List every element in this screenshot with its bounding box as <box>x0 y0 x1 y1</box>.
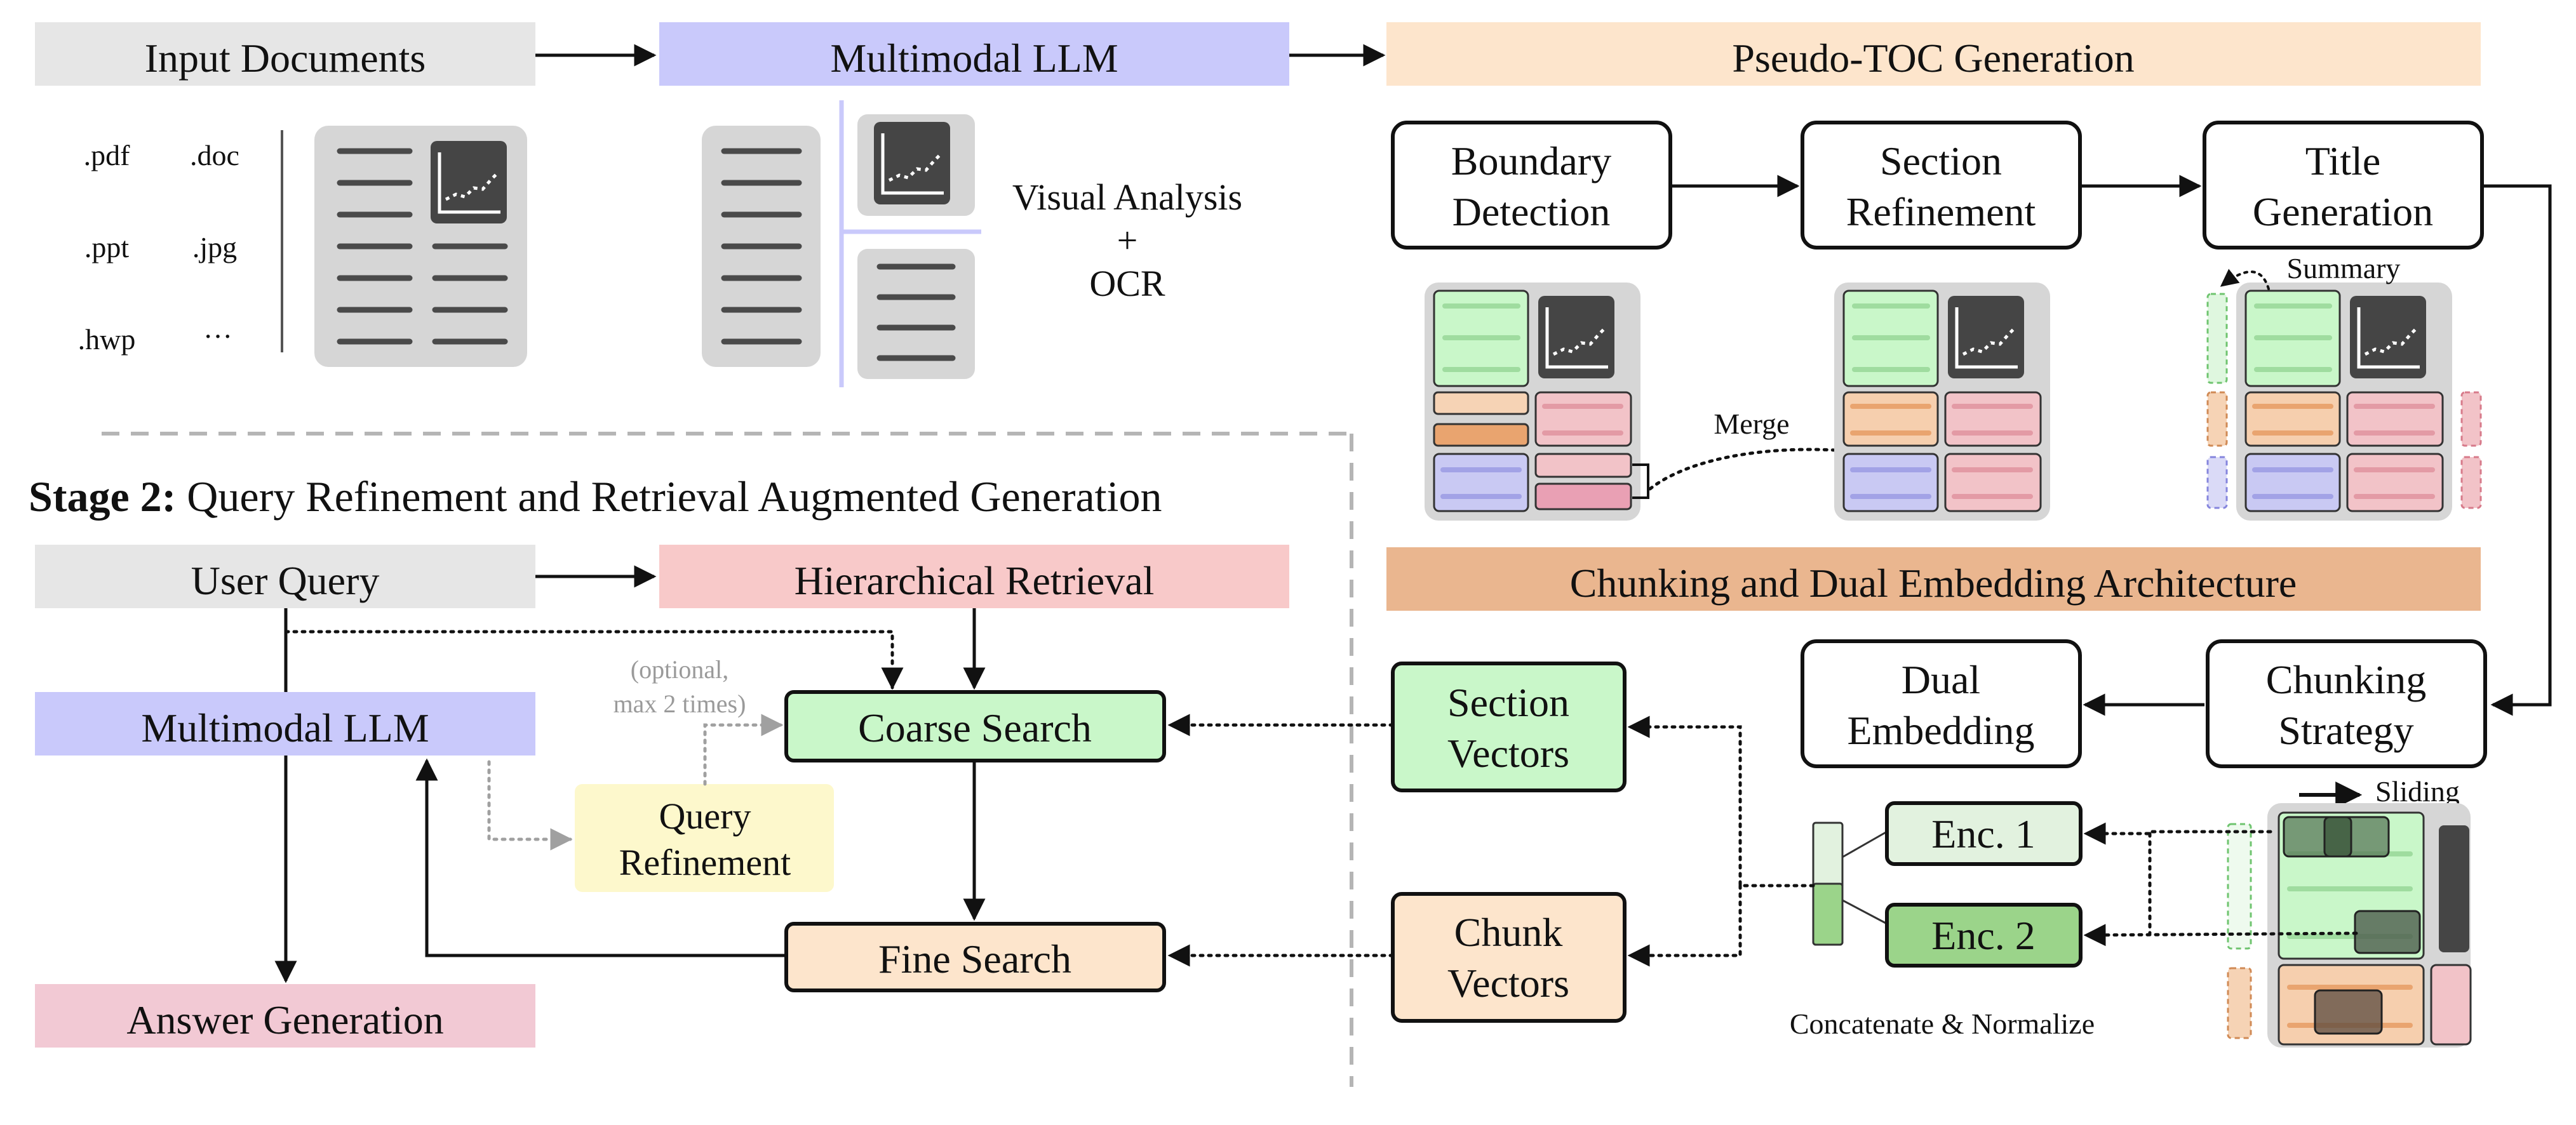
format-ppt: .ppt <box>84 231 130 263</box>
visual-analysis-plus: + <box>1117 220 1138 261</box>
dual-embedding-box: Dual Embedding <box>1801 639 2082 768</box>
pseudo-toc-band: Pseudo-TOC Generation <box>1386 22 2481 86</box>
layout-titled <box>2206 283 2482 521</box>
chunking-dual-band: Chunking and Dual Embedding Architecture <box>1386 547 2481 611</box>
chunk-vectors-box: Chunk Vectors <box>1391 892 1627 1023</box>
optional-note-line2: max 2 times) <box>614 689 746 718</box>
hierarchical-retrieval-band: Hierarchical Retrieval <box>659 545 1289 608</box>
multimodal-llm-label: Multimodal LLM <box>830 36 1118 81</box>
stage2-title-bold: Stage 2: <box>29 472 176 521</box>
query-refinement-line2: Refinement <box>619 842 791 883</box>
layout-refined <box>1834 283 2050 521</box>
input-documents-label: Input Documents <box>145 36 426 81</box>
format-hwp: .hwp <box>78 323 136 356</box>
fine-search-label: Fine Search <box>878 936 1071 982</box>
encoder-1-label: Enc. 1 <box>1931 811 2036 856</box>
optional-note-line1: (optional, <box>631 655 728 684</box>
concat-normalize-label: Concatenate & Normalize <box>1790 1008 2095 1040</box>
stage2-title: Stage 2: Query Refinement and Retrieval … <box>29 472 1162 521</box>
chunking-strategy-line1: Chunking <box>2266 657 2426 702</box>
embedding-bar <box>1812 822 1888 946</box>
query-refinement-line1: Query <box>659 795 751 837</box>
sliding-label: Sliding <box>2375 775 2460 808</box>
user-query-label: User Query <box>191 558 380 603</box>
chunking-dual-label: Chunking and Dual Embedding Architecture <box>1570 561 2297 606</box>
encoder-1-box: Enc. 1 <box>1885 801 2083 866</box>
encoder-2-label: Enc. 2 <box>1931 913 2036 958</box>
coarse-search-box: Coarse Search <box>784 690 1166 762</box>
arrow-query-to-coarse <box>284 630 904 690</box>
merge-arrow <box>1648 448 1971 491</box>
chunking-strategy-box: Chunking Strategy <box>2206 639 2487 768</box>
format-doc: .doc <box>190 139 239 171</box>
boundary-detection-line2: Detection <box>1452 189 1611 234</box>
sliding-window-layout: Sliding <box>2227 775 2472 1048</box>
pseudo-toc-label: Pseudo-TOC Generation <box>1732 36 2134 81</box>
arrow-fine-to-llm <box>415 758 786 957</box>
layout-boundary <box>1425 283 1649 521</box>
arrow-embed-to-chunk <box>1627 884 1742 967</box>
section-refinement-box: Section Refinement <box>1801 121 2082 250</box>
file-formats: .pdf .doc .ppt .jpg .hwp ··· <box>78 139 239 356</box>
answer-generation-label: Answer Generation <box>126 997 443 1042</box>
fine-search-box: Fine Search <box>784 922 1166 992</box>
format-more: ··· <box>203 320 232 352</box>
multimodal-llm-stage2-label: Multimodal LLM <box>141 705 429 750</box>
multimodal-llm-stage2: Multimodal LLM <box>35 692 535 756</box>
arrow-embed-to-section <box>1627 716 1815 888</box>
boundary-detection-box: Boundary Detection <box>1391 121 1672 250</box>
arrow-llm-to-refinement <box>487 760 573 851</box>
format-pdf: .pdf <box>84 139 131 171</box>
dual-embedding-line2: Embedding <box>1847 708 2034 753</box>
user-query-band: User Query <box>35 545 535 608</box>
summary-label: Summary <box>2287 252 2401 284</box>
visual-analysis-line1: Visual Analysis <box>1012 176 1242 218</box>
arrow-chunk-to-enc2 <box>2083 924 2358 947</box>
section-vectors-line2: Vectors <box>1447 731 1569 776</box>
coarse-search-label: Coarse Search <box>858 705 1092 750</box>
arrow-title-to-chunking <box>2482 184 2552 716</box>
boundary-detection-line1: Boundary <box>1451 138 1611 183</box>
summary-arrow <box>2220 269 2270 290</box>
query-refinement-box: Query Refinement <box>575 784 834 892</box>
visual-analysis-ocr: OCR <box>1089 263 1165 304</box>
visual-analysis-text: Visual Analysis + OCR <box>1012 176 1242 304</box>
chunk-vectors-line2: Vectors <box>1447 961 1569 1006</box>
hierarchical-retrieval-label: Hierarchical Retrieval <box>795 558 1155 603</box>
title-generation-line2: Generation <box>2253 189 2433 234</box>
section-vectors-line1: Section <box>1447 680 1569 725</box>
split-document-icon <box>702 100 981 387</box>
input-documents-band: Input Documents <box>35 22 535 86</box>
multimodal-llm-band: Multimodal LLM <box>659 22 1289 86</box>
answer-generation-band: Answer Generation <box>35 984 535 1048</box>
title-generation-box: Title Generation <box>2203 121 2484 250</box>
arrow-refinement-to-coarse <box>703 714 784 786</box>
section-refinement-line2: Refinement <box>1846 189 2036 234</box>
format-jpg: .jpg <box>192 231 237 263</box>
dual-embedding-line1: Dual <box>1902 657 1980 702</box>
chunking-strategy-line2: Strategy <box>2278 708 2413 753</box>
stage2-title-rest: Query Refinement and Retrieval Augmented… <box>176 472 1162 521</box>
title-generation-line1: Title <box>2305 138 2381 183</box>
document-icon <box>314 126 527 367</box>
encoder-2-box: Enc. 2 <box>1885 903 2083 968</box>
section-refinement-line1: Section <box>1880 138 2002 183</box>
section-vectors-box: Section Vectors <box>1391 662 1627 792</box>
chunk-vectors-line1: Chunk <box>1454 910 1563 955</box>
merge-label: Merge <box>1714 408 1789 440</box>
